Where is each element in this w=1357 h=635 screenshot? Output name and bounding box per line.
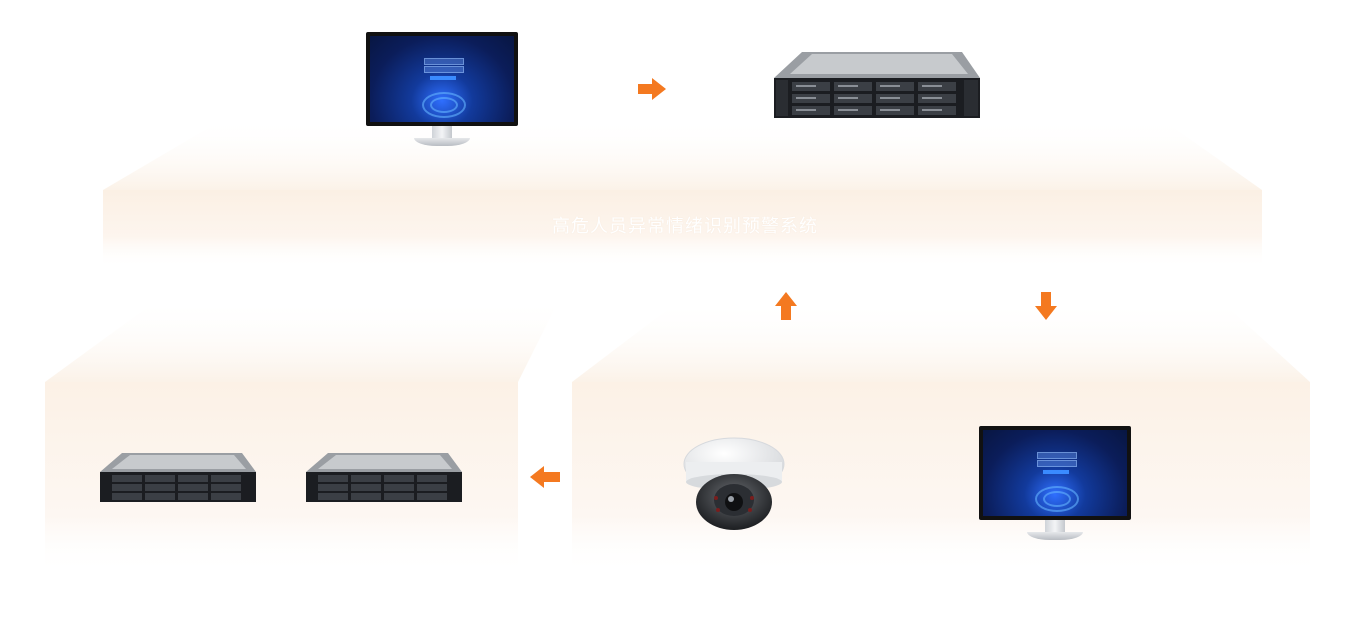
arrow-up-icon [775,292,797,320]
camera-icon [683,437,785,530]
monitor-bottom-icon [979,426,1131,542]
server-left-2-icon [306,453,462,502]
server-top-icon [774,52,980,118]
system-title: 高危人员异常情绪识别预警系统 [552,216,818,237]
arrow-left-icon [530,466,560,488]
arrow-right-icon [638,78,666,100]
arrow-down-icon [1035,292,1057,320]
monitor-top-icon [366,32,518,148]
server-left-1-icon [100,453,256,502]
